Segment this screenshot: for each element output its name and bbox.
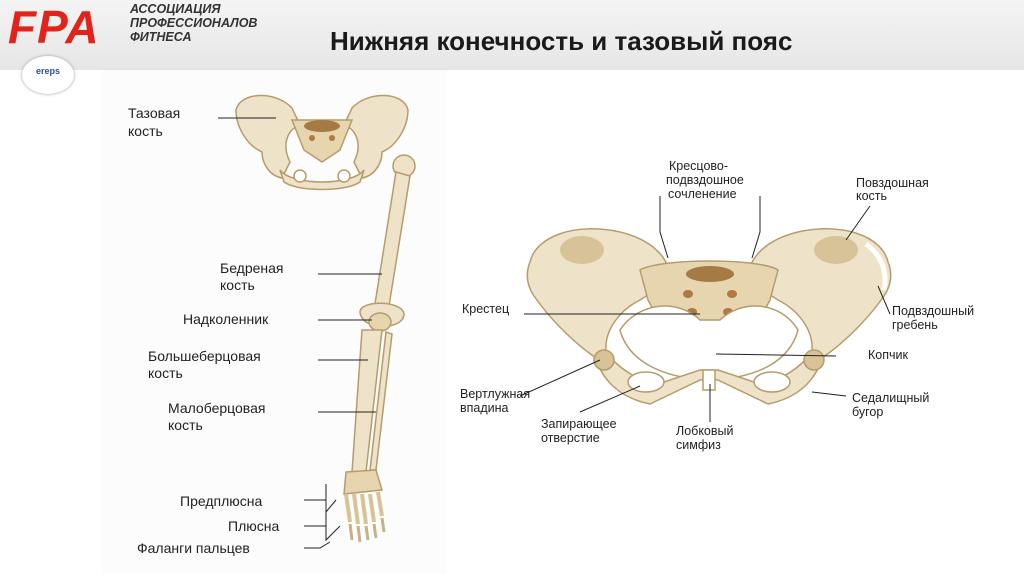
label-tarsus: Предплюсна [180, 493, 262, 509]
label-ilium-2: кость [856, 189, 887, 203]
femur-bone [359, 154, 416, 328]
label-acetabulum-2: впадина [460, 401, 509, 415]
label-ilium: Повздошная [856, 176, 929, 190]
left-acetabulum [593, 349, 615, 371]
label-fibula: Малоберцовая [168, 400, 265, 416]
label-sacroiliac-joint-3: сочленение [668, 187, 737, 201]
label-obturator-foramen-2: отверстие [541, 431, 600, 445]
label-pelvic-bone: Тазовая [128, 105, 180, 121]
patella-bone [368, 312, 392, 332]
association-line-1: АССОЦИАЦИЯ [130, 2, 221, 16]
fpa-logo: FPA [8, 1, 100, 53]
header-bar: FPA АССОЦИАЦИЯ ПРОФЕССИОНАЛОВ ФИТНЕСА Ни… [0, 0, 1024, 70]
label-pubic-symphysis: Лобковый [676, 424, 734, 438]
pubic-symphysis [702, 369, 716, 391]
label-ischial-tuberosity-2: бугор [852, 405, 883, 419]
label-fibula-2: кость [168, 417, 203, 433]
ereps-badge-text: ereps [36, 66, 61, 76]
label-femur: Бедреная [220, 260, 284, 276]
left-ilium [526, 228, 670, 359]
label-sacrum: Крестец [462, 302, 509, 316]
right-acetabulum [803, 349, 825, 371]
leg-skeleton [235, 94, 416, 543]
tibia-fibula [351, 329, 393, 473]
right-obturator-foramen [753, 371, 791, 393]
association-name: АССОЦИАЦИЯ ПРОФЕССИОНАЛОВ ФИТНЕСА [130, 2, 330, 44]
pelvis-illustration [526, 228, 892, 405]
pelvis-leader-lines [519, 196, 891, 422]
label-sacroiliac-joint: Кресцово- [669, 159, 728, 173]
leg-leader-lines [218, 117, 382, 549]
label-tibia-2: кость [148, 365, 183, 381]
label-tibia: Большеберцовая [148, 348, 261, 364]
label-acetabulum: Вертлужная [460, 387, 530, 401]
label-patella: Надколенник [183, 311, 269, 327]
label-iliac-crest: Подвздошный [892, 304, 974, 318]
label-iliac-crest-2: гребень [892, 318, 938, 332]
label-pubic-symphysis-2: симфиз [676, 438, 721, 452]
foot-bones [343, 469, 386, 543]
association-line-3: ФИТНЕСА [130, 30, 192, 44]
small-pelvis [235, 94, 409, 191]
right-ilium [748, 228, 892, 359]
label-metatarsus: Плюсна [228, 518, 279, 534]
label-coccyx: Копчик [868, 348, 908, 362]
association-line-2: ПРОФЕССИОНАЛОВ [130, 16, 258, 30]
ereps-badge: ereps [22, 56, 74, 94]
label-phalanges: Фаланги пальцев [137, 540, 250, 556]
label-ischial-tuberosity: Седалищный [852, 391, 929, 405]
label-sacroiliac-joint-2: подвздошное [666, 173, 744, 187]
label-pelvic-bone-2: кость [128, 123, 163, 139]
label-obturator-foramen: Запирающее [541, 417, 617, 431]
label-femur-2: кость [220, 277, 255, 293]
page-title: Нижняя конечность и тазовый пояс [330, 26, 793, 56]
